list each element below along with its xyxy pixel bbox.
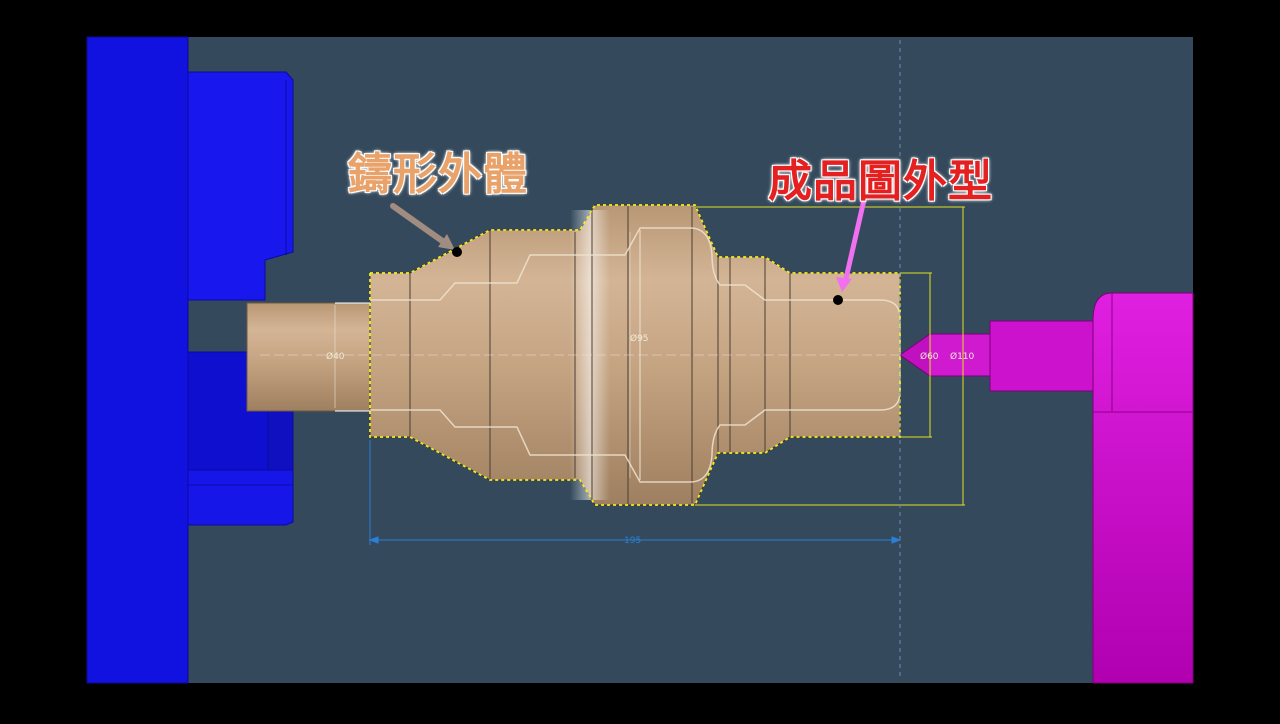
- cast-outline-label: 鑄形外體: [348, 149, 528, 200]
- dim-d95: Ø95: [630, 333, 649, 344]
- yellow-dimensions: [695, 206, 965, 506]
- finished-arrow: [833, 197, 867, 305]
- tailstock[interactable]: [899, 292, 1194, 684]
- dim-d110: Ø110: [950, 351, 975, 362]
- dim-d40: Ø40: [326, 351, 345, 362]
- length-dimension: [368, 440, 902, 545]
- dim-length: 195: [624, 536, 641, 546]
- finished-outline-label: 成品圖外型: [768, 156, 993, 207]
- d40-bracket: [335, 302, 370, 412]
- cast-arrow: [390, 203, 462, 257]
- dim-d60: Ø60: [920, 351, 939, 362]
